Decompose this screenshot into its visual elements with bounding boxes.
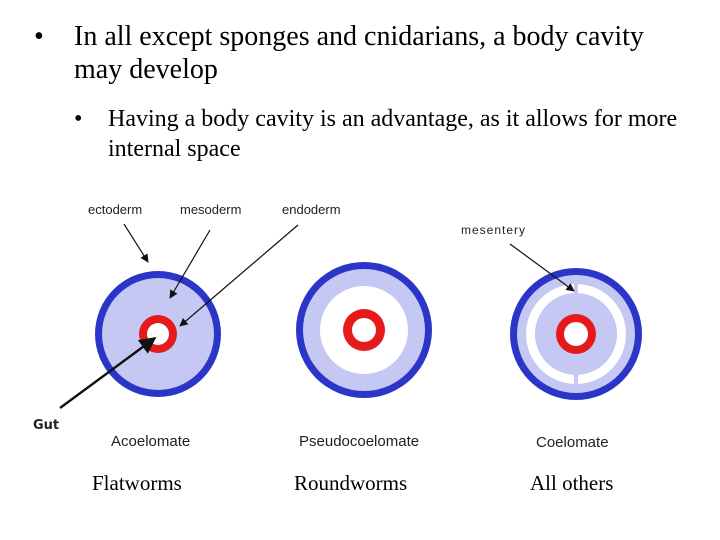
all-others-label: All others	[530, 471, 613, 495]
mesentery-arrow	[509, 243, 575, 292]
pseudocoelomate-diagram	[296, 262, 432, 398]
sub-bullet-marker: •	[74, 106, 83, 132]
ectoderm-label: ectoderm	[88, 202, 142, 217]
mesoderm-label: mesoderm	[180, 202, 241, 217]
roundworms-label: Roundworms	[294, 471, 407, 495]
pseudocoelomate-gut	[352, 318, 376, 342]
ectoderm-arrow	[123, 223, 149, 263]
flatworms-label: Flatworms	[92, 471, 182, 495]
main-bullet-text: In all except sponges and cnidarians, a …	[74, 21, 644, 85]
coelomate-gut	[564, 322, 588, 346]
coelomate-caption: Coelomate	[536, 434, 609, 451]
endoderm-arrow	[179, 224, 299, 327]
mesentery-label: mesentery	[461, 223, 526, 237]
mesoderm-arrow	[169, 229, 211, 299]
pseudocoelomate-caption: Pseudocoelomate	[299, 433, 419, 450]
acoelomate-caption: Acoelomate	[111, 433, 190, 450]
acoelomate-diagram	[95, 271, 221, 397]
endoderm-label: endoderm	[282, 202, 341, 217]
gut-label: Gut	[33, 418, 59, 433]
gut-arrow	[59, 337, 157, 409]
coelomate-diagram	[510, 268, 642, 400]
bullet-marker: •	[34, 21, 44, 52]
sub-bullet-text: Having a body cavity is an advantage, as…	[108, 106, 678, 162]
